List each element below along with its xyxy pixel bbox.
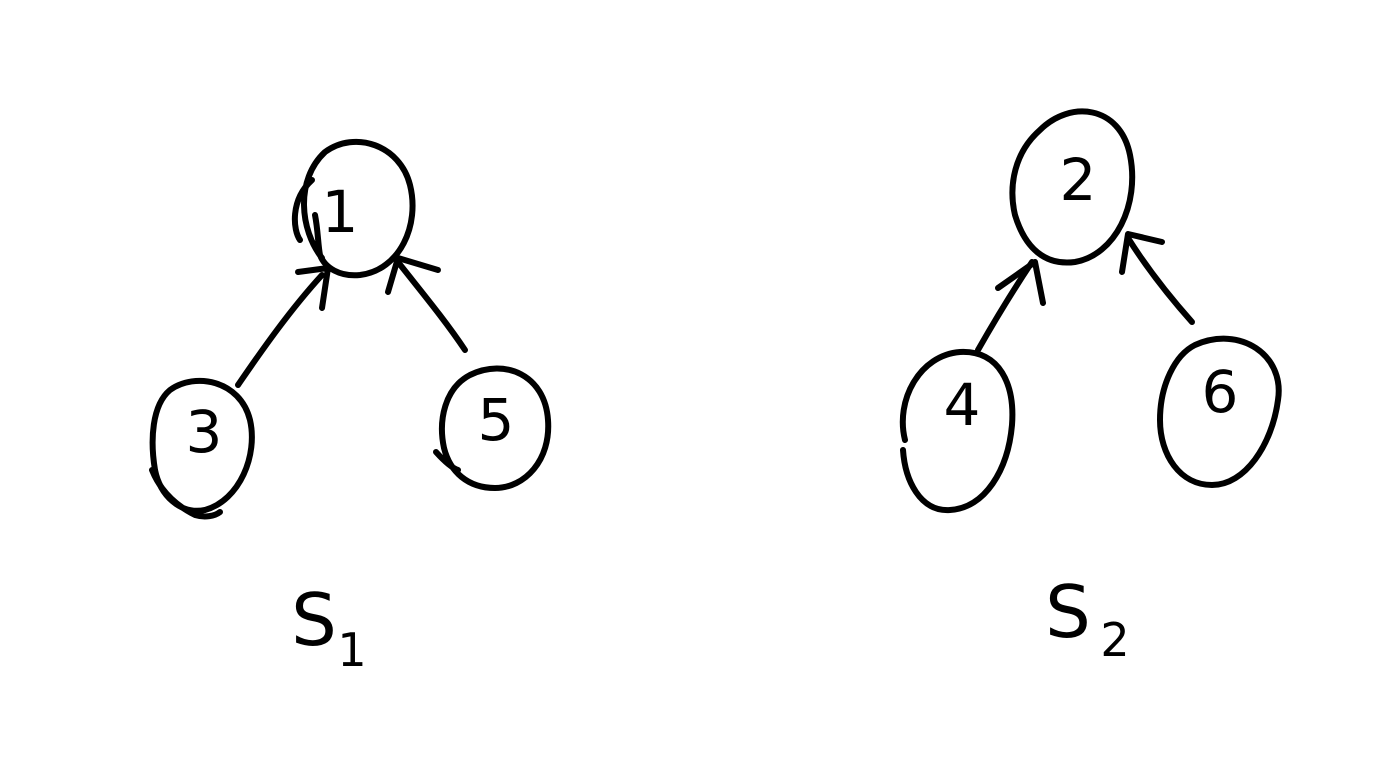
set-name: S — [291, 578, 337, 662]
set-label-s2: S 2 — [1045, 570, 1129, 667]
edge-3-to-1 — [235, 265, 331, 388]
node-label: 6 — [1202, 358, 1239, 426]
node-5: 5 — [433, 365, 552, 491]
node-label: 4 — [944, 371, 981, 439]
node-6: 6 — [1157, 335, 1282, 488]
set-subscript: 1 — [337, 623, 366, 677]
node-3: 3 — [149, 377, 255, 520]
tree-s2: 2 4 6 S 2 — [899, 108, 1282, 667]
node-1: 1 — [291, 138, 416, 279]
node-label: 5 — [478, 386, 515, 454]
node-label: 2 — [1060, 146, 1097, 214]
set-name: S — [1045, 570, 1091, 654]
set-label-s1: S 1 — [291, 578, 366, 677]
node-4: 4 — [899, 348, 1016, 514]
set-subscript: 2 — [1100, 613, 1129, 667]
node-2: 2 — [1009, 108, 1136, 266]
tree-s1: 1 3 5 S 1 — [149, 138, 552, 677]
node-label: 3 — [186, 398, 223, 466]
edge-5-to-1 — [385, 255, 468, 353]
edge-6-to-2 — [1119, 231, 1195, 325]
node-label: 1 — [322, 178, 359, 246]
edge-4-to-2 — [975, 259, 1046, 353]
